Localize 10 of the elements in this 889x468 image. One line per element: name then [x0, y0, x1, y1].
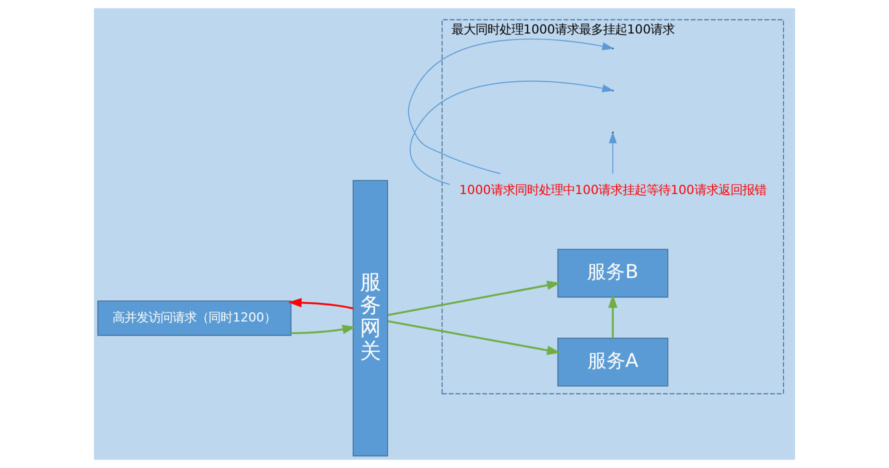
node-box: 服务网关: [352, 180, 388, 456]
arrow: [388, 320, 560, 355]
arrow: [388, 280, 560, 316]
node-box: 服务A: [557, 338, 668, 387]
node-box: 服务B: [557, 248, 668, 298]
arrow: [288, 298, 354, 310]
arrow: [291, 324, 356, 334]
arrow: [608, 294, 618, 338]
node-box: 高并发访问请求（同时1200）: [97, 300, 292, 336]
node-text: 1000请求同时处理中100请求挂起等待100请求返回报错: [459, 182, 766, 198]
